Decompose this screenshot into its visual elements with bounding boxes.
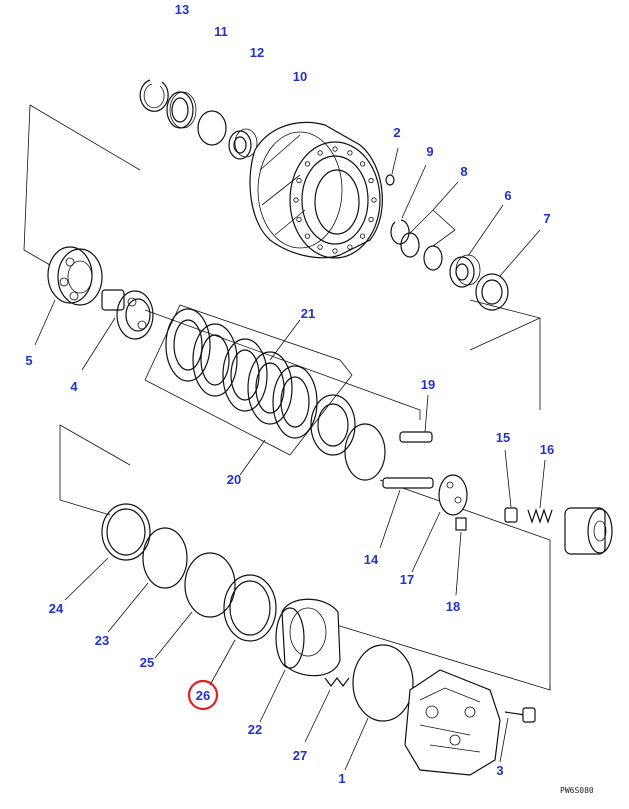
label-11: 11 (214, 24, 228, 39)
clutch-plate-stack (144, 304, 353, 476)
label-26: 26 (196, 688, 210, 703)
part-7-retainer (475, 229, 541, 311)
hub-bolt-hole (347, 150, 353, 156)
part-16-spring (527, 459, 553, 524)
label-13: 13 (175, 2, 189, 17)
part-18-bolt (455, 517, 467, 596)
part-2-plug (385, 147, 399, 186)
part-12-o-ring (197, 110, 227, 146)
part-5-bearing (34, 246, 103, 346)
brake-plates (310, 394, 386, 481)
construction-lines (23, 104, 551, 691)
drawing-code: PW6S080 (560, 786, 594, 795)
hub-bolt-hole (332, 248, 338, 254)
part-17-swash-plate (411, 474, 468, 573)
label-23: 23 (95, 633, 109, 648)
hub-bolt-hole (296, 177, 302, 184)
hub-bolt-hole (317, 150, 323, 156)
part-11-oil-seal (166, 91, 197, 129)
hub-bolt-holes (293, 146, 377, 254)
cylinder-block (564, 507, 613, 555)
hub-bolt-hole (347, 244, 353, 250)
label-15: 15 (496, 430, 510, 445)
label-3: 3 (496, 763, 503, 778)
part-10-bearing (228, 128, 258, 160)
label-17: 17 (400, 572, 414, 587)
part-4-planetary-carrier (81, 289, 154, 371)
label-2: 2 (393, 125, 400, 140)
callout-labels: 13 11 12 10 2 9 8 6 7 21 5 4 19 15 16 20… (25, 2, 554, 786)
hub-bolt-hole (371, 197, 377, 203)
hub-bolt-hole (304, 233, 310, 239)
part-15-spring-seat (504, 449, 518, 523)
label-19: 19 (421, 377, 435, 392)
hub-bolt-hole (359, 161, 366, 167)
part-8-shims (400, 181, 459, 271)
hub-bolt-hole (368, 177, 374, 184)
hub-bolt-hole (359, 233, 366, 239)
part-26-ring (209, 574, 277, 686)
label-1: 1 (338, 771, 345, 786)
label-9: 9 (426, 144, 433, 159)
label-25: 25 (140, 655, 154, 670)
highlight-marker (187, 679, 219, 711)
part-14-shaft (379, 477, 434, 549)
hub-housing (249, 121, 383, 259)
part-1-o-ring (344, 644, 414, 771)
label-6: 6 (504, 188, 511, 203)
label-8: 8 (460, 164, 467, 179)
part-13-snap-ring (139, 79, 169, 112)
part-27-spring (304, 677, 350, 743)
label-4: 4 (70, 379, 78, 394)
label-16: 16 (540, 442, 554, 457)
hub-bolt-hole (293, 197, 299, 203)
part-6-bearing (449, 204, 504, 288)
part-3-bolt (499, 707, 536, 763)
label-20: 20 (227, 472, 241, 487)
label-21: 21 (301, 306, 315, 321)
label-14: 14 (364, 552, 379, 567)
part-25-o-ring (154, 552, 236, 659)
part-9-snap-ring (390, 164, 427, 245)
label-10: 10 (293, 69, 307, 84)
label-18: 18 (446, 599, 460, 614)
label-5: 5 (25, 353, 32, 368)
part-23-o-ring (107, 527, 188, 633)
hub-bolt-hole (304, 161, 310, 167)
part-24-ring (64, 503, 151, 601)
hub-bolt-hole (317, 244, 323, 250)
label-12: 12 (250, 45, 264, 60)
label-24: 24 (49, 601, 64, 616)
hub-bolt-hole (368, 216, 374, 223)
part-19-pin (399, 394, 433, 443)
label-27: 27 (293, 748, 307, 763)
hub-bolt-hole (296, 216, 302, 223)
label-22: 22 (248, 722, 262, 737)
part-22-brake-piston (259, 598, 341, 723)
label-7: 7 (543, 211, 550, 226)
motor-housing (404, 669, 501, 776)
hub-bolt-hole (332, 146, 338, 152)
